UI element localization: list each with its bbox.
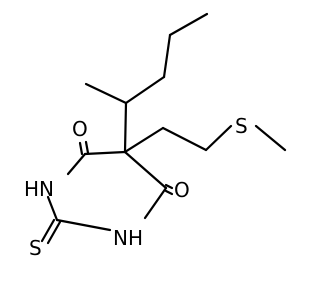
- bond-chain-3: [124, 75, 166, 105]
- bond-ethyl-2: [161, 126, 208, 152]
- atom-label-hn: HN: [24, 177, 54, 201]
- atom-label-nh: NH: [113, 226, 143, 250]
- atom-label-oxygen-top: O: [72, 117, 88, 141]
- bond-c2-n1: [55, 218, 112, 232]
- bond-n1-c6: [143, 186, 168, 220]
- bond-n3-c2: [46, 195, 59, 222]
- bond-c2-s-a: [40, 218, 56, 243]
- structure-diagram: O O HN NH S S: [24, 12, 287, 260]
- bond-ethyl-1: [123, 126, 165, 154]
- bond-c5-c4: [83, 150, 127, 156]
- atom-label-oxygen-right: O: [174, 178, 190, 202]
- bond-chain-2: [162, 33, 172, 79]
- molecule-canvas: O O HN NH S S: [24, 12, 287, 260]
- bond-sidechain-to-ring: [123, 101, 128, 154]
- bond-c6-o-b: [164, 189, 174, 196]
- bond-methyl: [84, 82, 128, 105]
- bond-chain-1: [168, 12, 209, 37]
- bond-c2-s-b: [46, 220, 62, 245]
- bond-ethyl-3: [204, 124, 233, 152]
- bond-c5-c6: [123, 150, 168, 190]
- atom-label-sulfur-chain: S: [235, 114, 248, 138]
- bond-c4-o-a: [78, 141, 84, 156]
- atom-label-sulfur-thione: S: [29, 236, 42, 260]
- bond-c4-n3: [66, 152, 87, 176]
- bond-s-methyl: [254, 124, 287, 152]
- bond-c6-o-a: [164, 183, 174, 190]
- bond-c4-o-b: [84, 140, 90, 155]
